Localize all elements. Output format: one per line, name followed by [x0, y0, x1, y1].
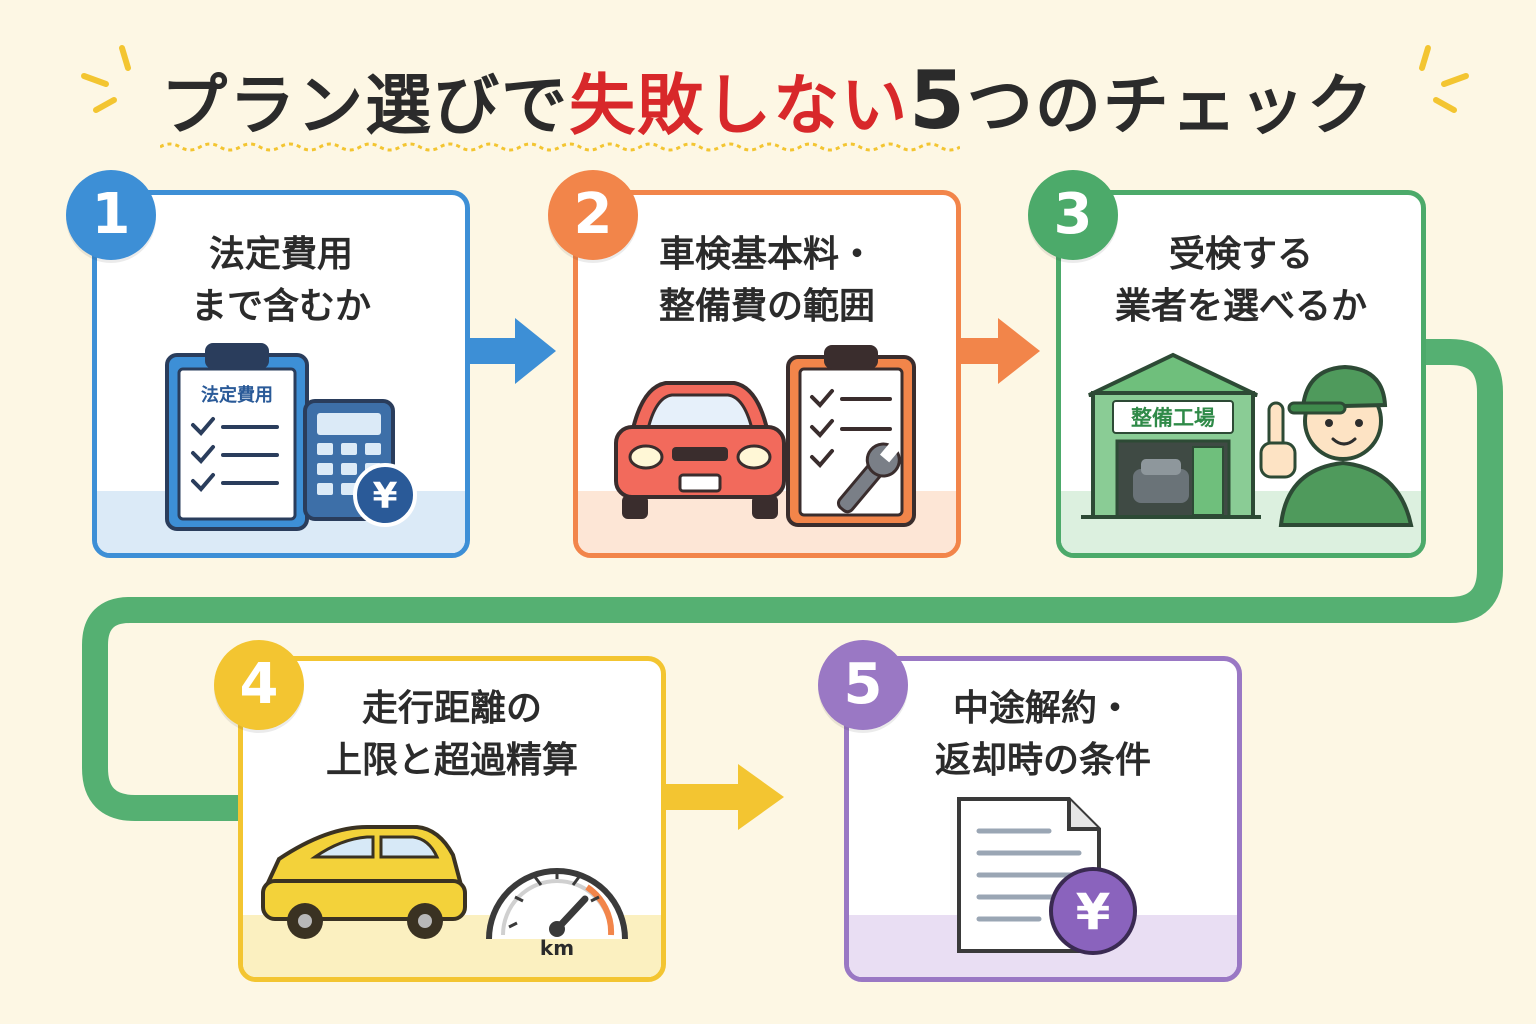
step-card-3: 受検する 業者を選べるか 整備工場 [1056, 190, 1426, 558]
yen-symbol: ¥ [372, 476, 397, 517]
step-card-5: 中途解約・ 返却時の条件 ¥ [844, 656, 1242, 982]
speedometer-unit: km [540, 936, 574, 959]
clipboard-label: 法定費用 [201, 384, 273, 406]
title-number: 5 [909, 54, 967, 147]
step-card-1: 法定費用 まで含むか 法定費用 [92, 190, 470, 558]
car-speedometer-icon: km [261, 825, 628, 959]
step-badge-1: 1 [66, 170, 156, 260]
step-badge-3: 3 [1028, 170, 1118, 260]
sparkle-right-icon [1419, 45, 1469, 113]
sparkle-left-icon [81, 45, 131, 113]
step-5-label: 中途解約・ 返却時の条件 [934, 688, 1151, 781]
step-card-2: 車検基本料・ 整備費の範囲 [573, 190, 961, 558]
arrow-4-to-5 [666, 764, 784, 830]
garage-sign: 整備工場 [1131, 406, 1215, 430]
arrow-1-to-2 [470, 318, 556, 384]
step-card-4: 走行距離の 上限と超過精算 [238, 656, 666, 982]
step-4-label: 走行距離の 上限と超過精算 [325, 688, 578, 781]
step-badge-5: 5 [818, 640, 908, 730]
garage-mechanic-icon: 整備工場 [1081, 352, 1414, 527]
title-part-2: つのチェック [966, 67, 1375, 144]
page-title: プラン選びで失敗しない5つのチェック [0, 52, 1536, 148]
title-part-1: プラン選びで [161, 67, 570, 144]
title-highlight: 失敗しない [569, 67, 910, 144]
arrow-2-to-3 [960, 318, 1040, 384]
document-yen-icon: ¥ [957, 797, 1137, 955]
clipboard-calculator-icon: 法定費用 ¥ [165, 343, 417, 531]
step-badge-4: 4 [214, 640, 304, 730]
step-1-label: 法定費用 まで含むか [190, 234, 371, 327]
step-2-label: 車検基本料・ 整備費の範囲 [658, 234, 875, 327]
step-3-label: 受検する 業者を選べるか [1114, 234, 1367, 327]
car-checklist-wrench-icon [614, 345, 916, 527]
step-badge-2: 2 [548, 170, 638, 260]
yen-symbol: ¥ [1076, 883, 1111, 941]
